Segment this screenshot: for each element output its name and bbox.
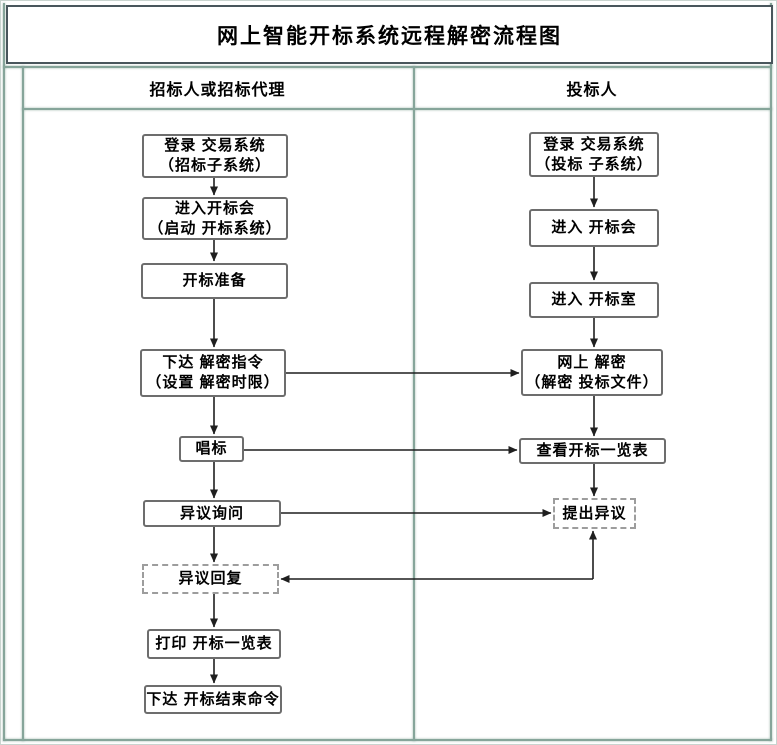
node-text-line: 登录 交易系统 [164,137,266,154]
node-text-line: 唱标 [195,440,228,457]
node-text-line: 登录 交易系统 [543,135,645,153]
lane-header-bidder-label: 投标人 [566,82,618,99]
node-enter-bid-opening-meeting-tenderer: 进入开标会 （启动 开标系统） [142,197,288,240]
node-enter-bid-opening-room: 进入 开标室 [529,282,659,318]
title-box: 网上智能开标系统远程解密流程图 [6,5,773,64]
node-text-line: （设置 解密时限） [146,374,280,391]
node-login-trading-system-bidder: 登录 交易系统 （投标 子系统） [529,132,659,177]
node-text-line: 下达 开标结束命令 [146,690,280,708]
node-text-line: （招标子系统） [158,157,271,174]
node-issue-decryption-command: 下达 解密指令 （设置 解密时限） [140,349,286,397]
lane-header-bidder: 投标人 [413,67,771,109]
node-bid-opening-preparation: 开标准备 [141,263,288,299]
node-text-line: （解密 投标文件） [525,373,659,391]
grid-left-border [3,3,5,741]
page-title: 网上智能开标系统远程解密流程图 [217,24,562,48]
node-login-trading-system-tenderer: 登录 交易系统 （招标子系统） [142,134,288,178]
node-text-line: 进入 开标会 [551,219,637,236]
node-text-line: 进入 开标室 [551,291,637,308]
grid-header-bottom-line [22,108,772,110]
node-text-line: 提出异议 [562,504,627,522]
node-text-line: 开标准备 [182,272,247,289]
node-objection-inquiry: 异议询问 [143,500,281,527]
node-text-line: 打印 开标一览表 [155,635,273,652]
grid-margin-strip-line [22,66,24,741]
lane-header-tenderer-label: 招标人或招标代理 [149,82,286,99]
grid-right-border [770,3,772,741]
node-text-line: 下达 解密指令 [162,354,264,371]
node-text-line: （投标 子系统） [535,155,653,173]
grid-lane-divider [413,66,415,741]
node-online-decryption: 网上 解密 （解密 投标文件） [521,349,663,396]
grid-header-top-line [3,66,772,68]
node-text-line: 网上 解密 [557,353,627,371]
grid-bottom-border [3,739,772,741]
node-text-line: 查看开标一览表 [536,442,649,459]
node-text-line: 进入开标会 [174,199,255,217]
node-objection-reply: 异议回复 [142,564,279,594]
node-raise-objection: 提出异议 [553,498,636,529]
node-bid-announcement: 唱标 [179,436,244,462]
node-view-bid-opening-summary: 查看开标一览表 [519,438,666,464]
node-text-line: 异议回复 [178,570,243,587]
node-text-line: （启动 开标系统） [148,219,282,237]
node-print-bid-opening-summary: 打印 开标一览表 [147,629,281,659]
node-text-line: 异议询问 [179,504,244,522]
node-issue-bid-opening-end-command: 下达 开标结束命令 [144,685,282,714]
lane-header-tenderer: 招标人或招标代理 [22,67,413,109]
node-enter-bid-opening-meeting-bidder: 进入 开标会 [529,209,659,247]
